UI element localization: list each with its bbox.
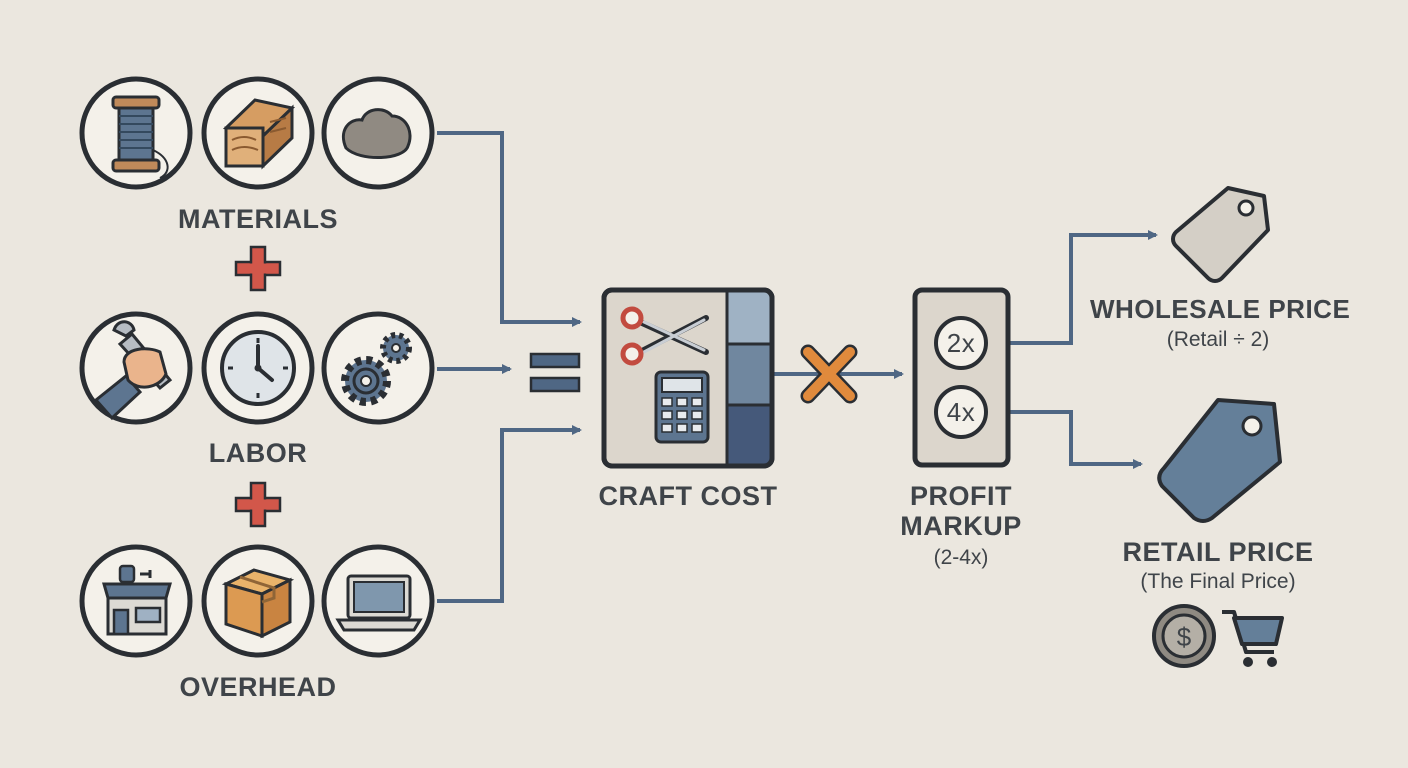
equals-icon [529, 352, 581, 393]
shop-power-icon [79, 544, 193, 658]
arrow-materials [437, 131, 582, 327]
wrench-hand-icon [79, 311, 193, 425]
dollar-coin-icon [1152, 604, 1216, 668]
overhead-row [79, 544, 435, 658]
profit-markup-box [912, 287, 1011, 468]
labor-row [79, 311, 435, 425]
markup-4x-circle [934, 385, 988, 439]
dollar-symbol: $ [1176, 622, 1192, 652]
arrow-to-wholesale [989, 230, 1158, 345]
clock-icon [201, 311, 315, 425]
wholesale-title: WHOLESALE PRICE [1090, 294, 1351, 324]
laptop-icon [321, 544, 435, 658]
markup-label: MARKUP [900, 511, 1022, 541]
markup-2x-circle [934, 316, 988, 370]
arrow-to-retail [989, 410, 1143, 469]
materials-row [79, 76, 435, 190]
materials-label: MATERIALS [178, 204, 338, 234]
plus-icon-2 [234, 481, 282, 528]
clay-lump-icon [321, 76, 435, 190]
markup-option-4x: 4x [946, 397, 976, 427]
markup-option-2x: 2x [946, 328, 976, 358]
thread-spool-icon [79, 76, 193, 190]
wood-block-icon [201, 76, 315, 190]
gears-icon [321, 311, 435, 425]
craft-cost-label: CRAFT COST [598, 481, 778, 511]
shipping-box-icon [201, 544, 315, 658]
plus-icon-1 [234, 245, 282, 292]
retail-title: RETAIL PRICE [1122, 537, 1314, 567]
wholesale-formula: (Retail ÷ 2) [1166, 328, 1270, 351]
craft-cost-box [601, 287, 775, 469]
multiply-icon [800, 344, 858, 404]
connector-lines [437, 131, 1158, 603]
profit-label: PROFIT [910, 481, 1012, 511]
wholesale-tag-icon [1171, 186, 1270, 283]
retail-tag-icon [1157, 398, 1282, 523]
labor-label: LABOR [208, 438, 308, 468]
arrow-overhead [437, 425, 582, 603]
scissors-icon [620, 306, 709, 366]
overhead-label: OVERHEAD [179, 672, 337, 702]
retail-caption: (The Final Price) [1140, 570, 1296, 593]
calculator-icon [654, 370, 710, 444]
markup-range: (2-4x) [933, 546, 989, 569]
shopping-cart-icon [1222, 610, 1284, 667]
